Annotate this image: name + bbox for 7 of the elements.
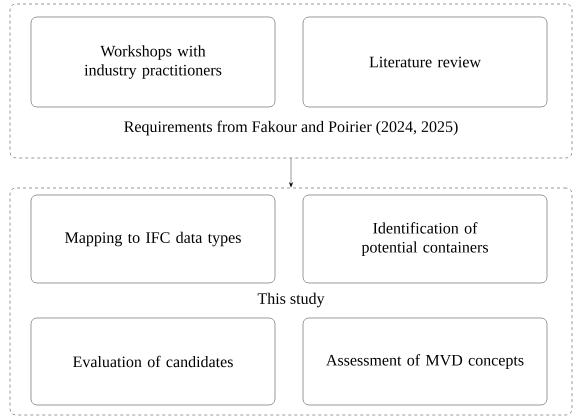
process-box: Assessment of MVD concepts — [302, 318, 548, 406]
process-box: Workshops with industry practitioners — [30, 16, 276, 108]
arrow — [289, 158, 293, 188]
process-box: Literature review — [302, 16, 548, 108]
process-box: Evaluation of candidates — [30, 318, 276, 406]
process-box: Mapping to IFC data types — [30, 194, 276, 284]
process-box: Identification of potential containers — [302, 194, 548, 284]
